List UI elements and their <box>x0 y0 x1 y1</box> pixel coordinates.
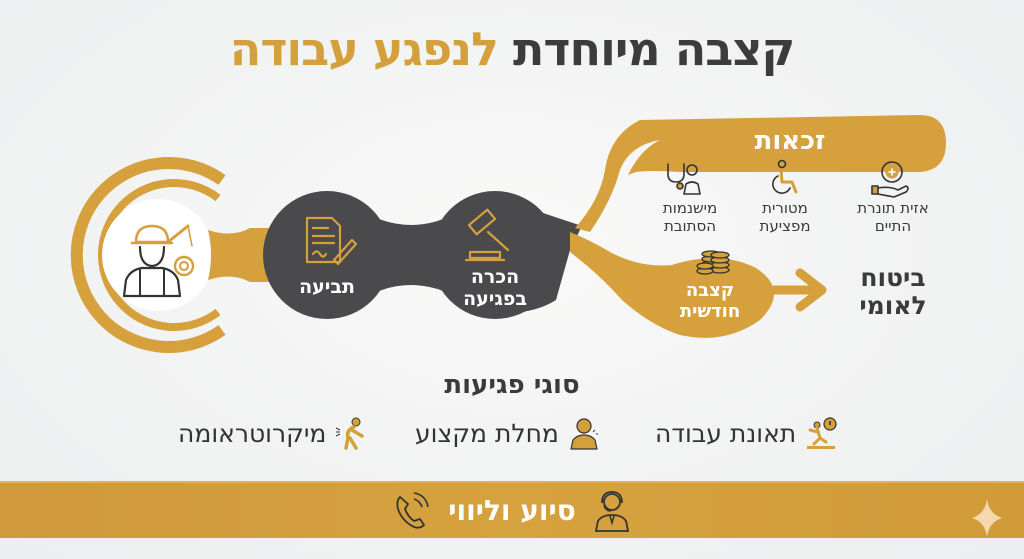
monthly-pension-label: קצבה חודשית <box>679 280 741 322</box>
step-claim-label: תביעה <box>299 276 355 298</box>
construction-worker-icon <box>122 224 195 298</box>
title-gold-part: לנפגע עבודה <box>229 22 499 76</box>
slip-fall-warning-icon <box>807 417 837 449</box>
injury-type-label: מיקרוטראומה <box>178 418 327 448</box>
rights-branch <box>570 115 946 338</box>
flow-diagram <box>70 115 946 353</box>
support-label: סיוע וליווי <box>448 494 576 527</box>
national-insurance-label: ביטוח לאומי <box>859 263 927 320</box>
right-item-1: אזית תונרת התיים <box>857 199 929 235</box>
process-blob <box>263 191 582 319</box>
doctor-stethoscope-icon <box>667 163 701 195</box>
injury-types-title: סוגי פגיעות <box>444 370 580 400</box>
injury-type-label: תאונת עבודה <box>655 418 797 448</box>
document-signature-icon <box>305 216 358 266</box>
hand-medical-cross-icon <box>871 161 909 198</box>
gavel-icon <box>464 208 510 262</box>
phone-icon <box>396 491 430 529</box>
right-item-3: מישנמות הסתובת <box>662 199 718 235</box>
sick-worker-icon <box>570 418 598 450</box>
injury-type-work-accident: תאונת עבודה <box>655 416 838 450</box>
sparkle-icon <box>972 499 1002 537</box>
right-item-2: מטורית מפציעת <box>759 199 811 235</box>
support-agent-headset-icon <box>594 490 629 532</box>
title-dark-part: קצבה מיוחדת <box>513 22 795 76</box>
injury-type-microtrauma: מיקרוטראומה <box>178 416 368 450</box>
injury-type-label: מחלת מקצוע <box>415 418 559 448</box>
arrow-right-icon <box>795 268 827 312</box>
step-recognition-label: הכרה בפגיעה <box>463 266 527 310</box>
coin-stack-icon <box>696 250 730 275</box>
worker-ring <box>70 157 280 353</box>
page-title: קצבה מיוחדת לנפגע עבודה <box>0 22 1024 76</box>
injury-type-occupational-disease: מחלת מקצוע <box>415 416 601 450</box>
rights-title: זכאות <box>754 126 826 156</box>
support-footer-banner[interactable]: סיוע וליווי <box>0 481 1024 538</box>
wheelchair-icon <box>772 159 798 194</box>
back-pain-icon <box>336 417 365 450</box>
